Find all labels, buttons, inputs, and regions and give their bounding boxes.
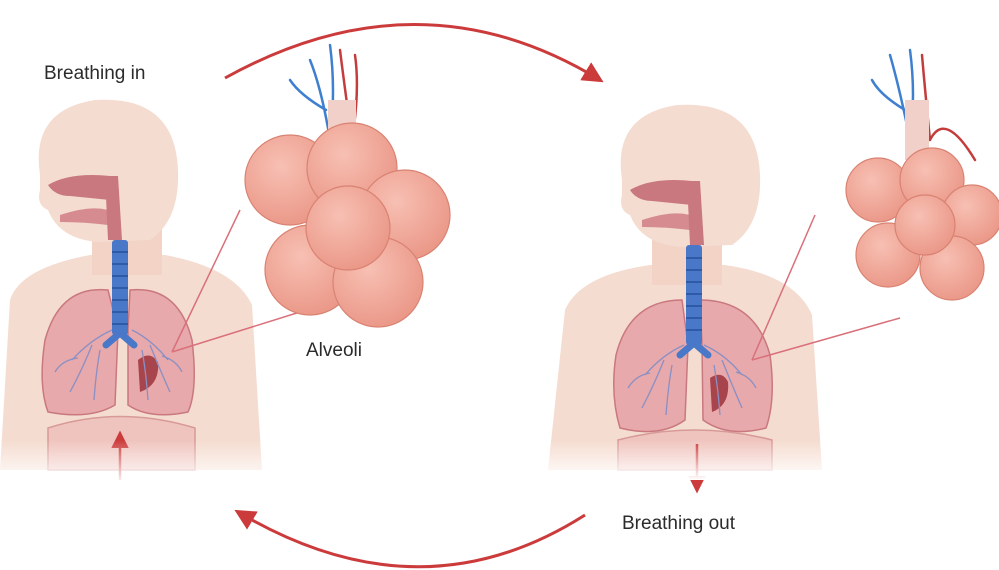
label-breathing-out: Breathing out	[622, 513, 735, 535]
figure-breathing-out	[548, 105, 822, 490]
cycle-arrow-top	[225, 24, 600, 80]
label-breathing-in: Breathing in	[44, 63, 145, 85]
label-alveoli: Alveoli	[306, 340, 362, 362]
cycle-arrow-bottom	[238, 512, 585, 567]
alveoli-inflated	[245, 45, 450, 327]
figure-breathing-in	[0, 100, 262, 485]
alveoli-deflated	[846, 50, 999, 300]
